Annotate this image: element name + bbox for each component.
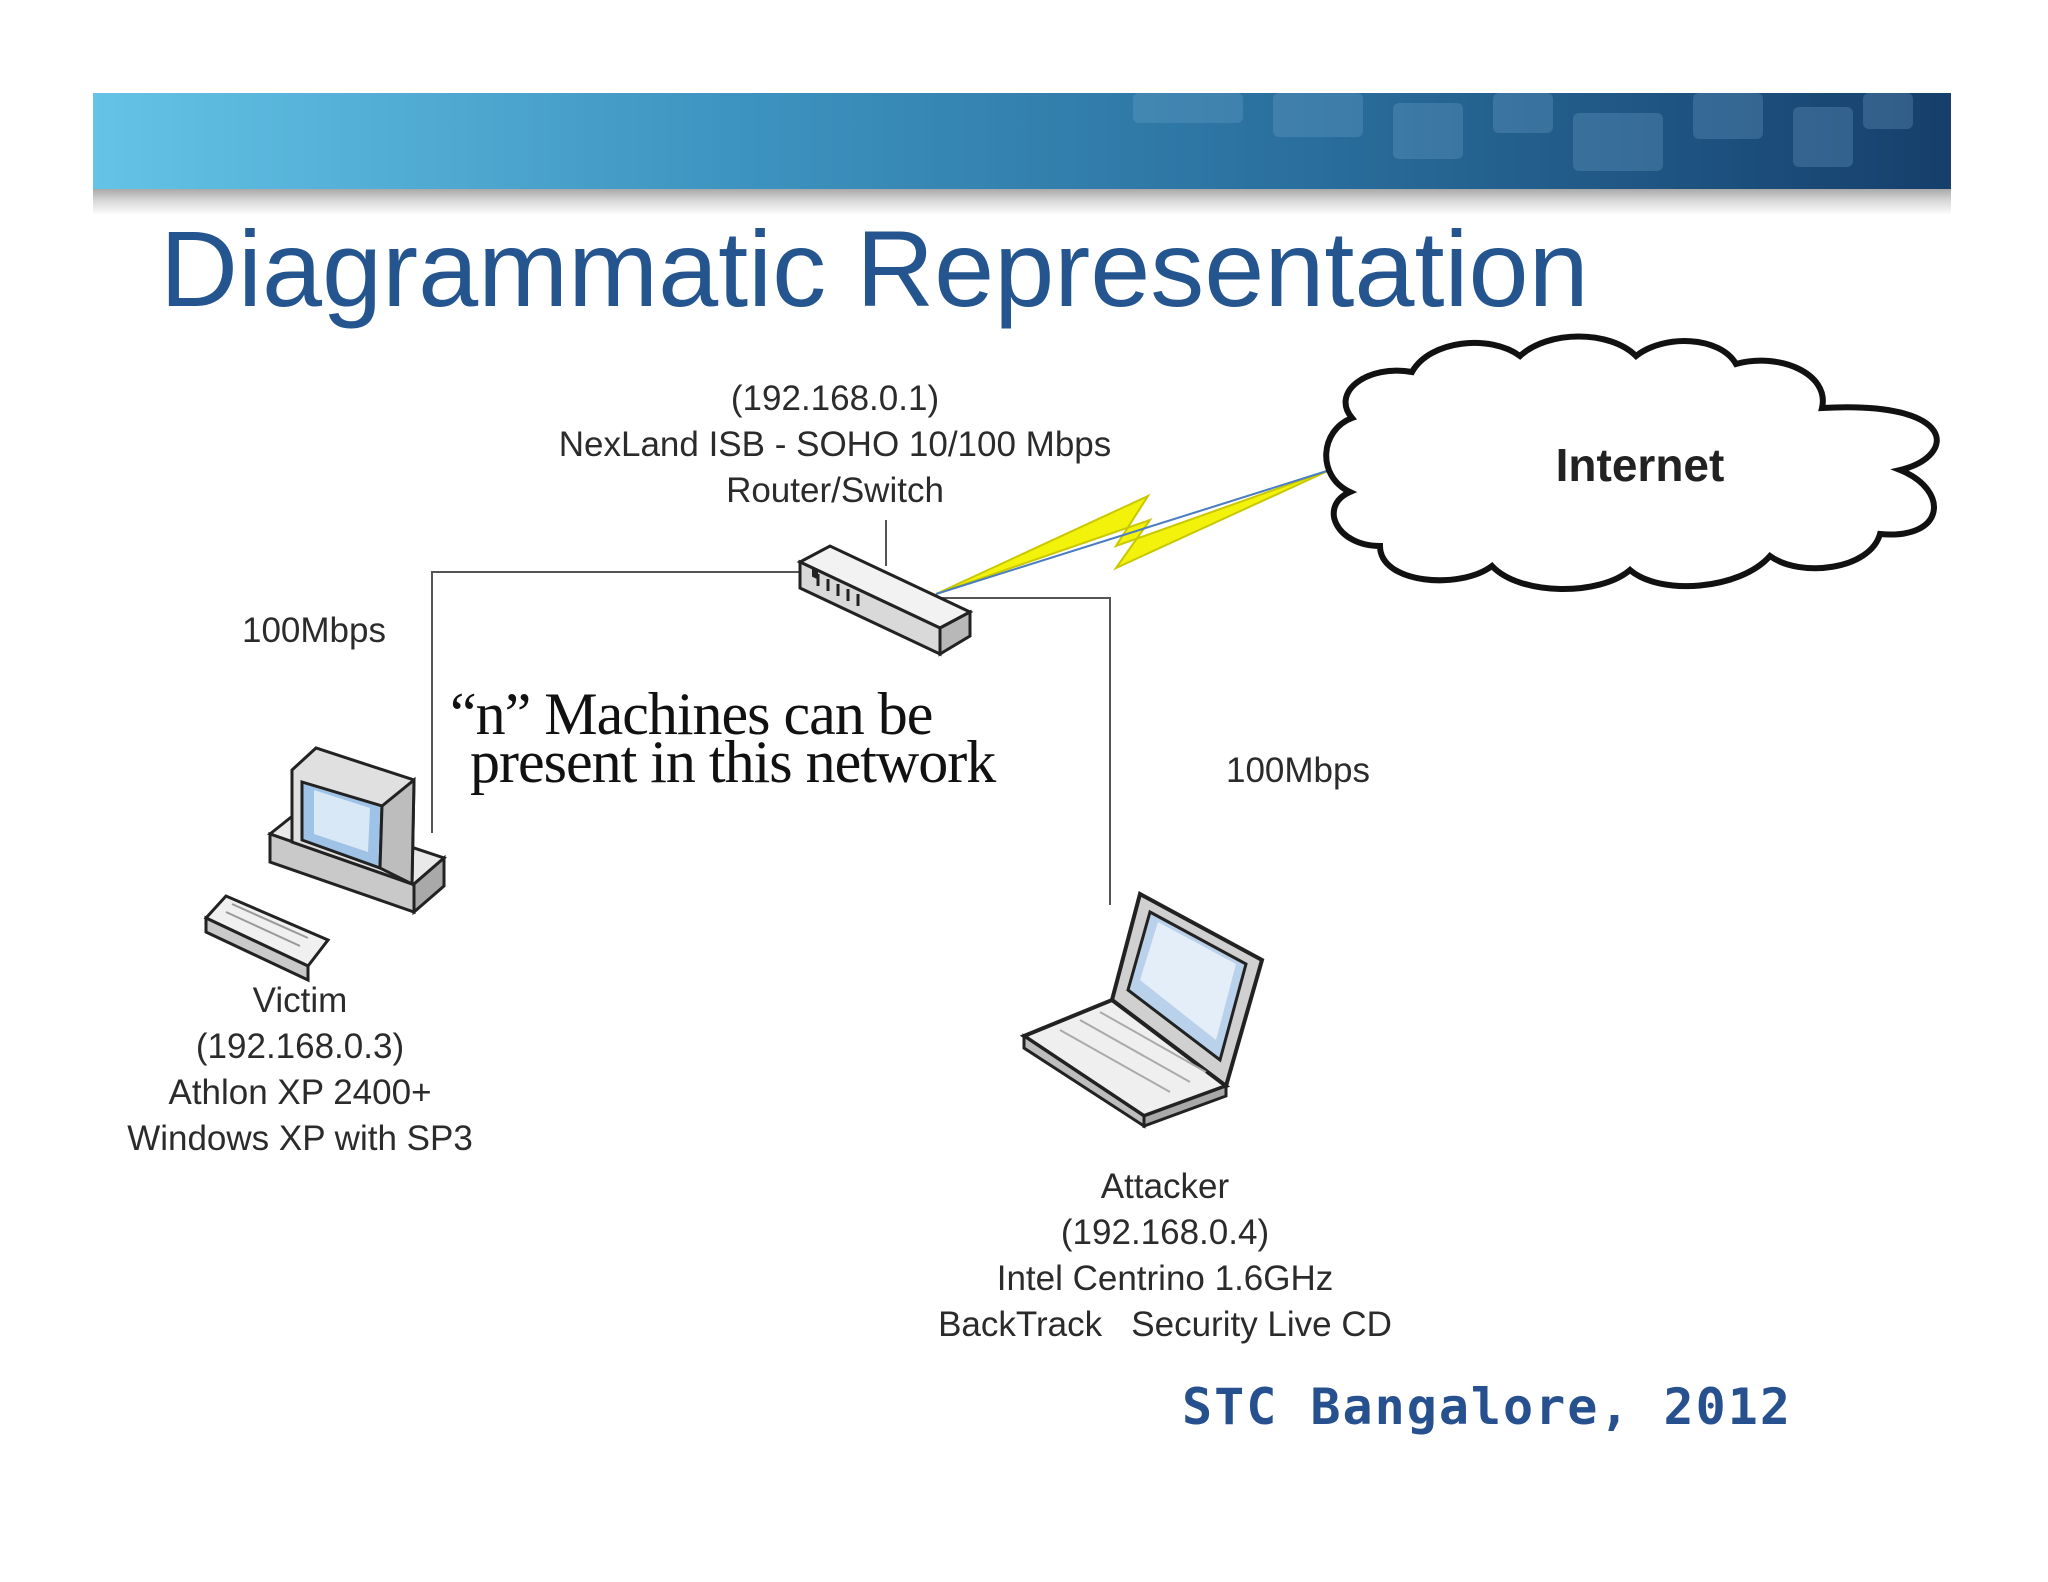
internet-label: Internet <box>1555 439 1725 491</box>
attacker-label: Attacker (192.168.0.4) Intel Centrino 1.… <box>880 1164 1450 1348</box>
router-type: Router/Switch <box>726 471 944 510</box>
victim-name: Victim <box>252 981 348 1020</box>
note-line-2: present in this network <box>470 729 996 795</box>
router-model: NexLand ISB - SOHO 10/100 Mbps <box>558 425 1112 464</box>
router-ip: (192.168.0.1) <box>730 379 940 418</box>
router-label: (192.168.0.1) NexLand ISB - SOHO 10/100 … <box>520 376 1150 514</box>
attacker-name: Attacker <box>1100 1167 1230 1206</box>
victim-link-label: 100Mbps <box>242 611 386 650</box>
header-shadow <box>93 189 1951 215</box>
attacker-cpu: Intel Centrino 1.6GHz <box>996 1259 1334 1298</box>
header-banner <box>93 93 1951 189</box>
victim-label: Victim (192.168.0.3) Athlon XP 2400+ Win… <box>100 978 500 1162</box>
victim-link <box>431 571 800 833</box>
victim-ip: (192.168.0.3) <box>195 1027 405 1066</box>
attacker-os: BackTrack Security Live CD <box>938 1305 1392 1344</box>
desktop-computer-icon <box>203 746 447 983</box>
laptop-icon <box>1019 891 1265 1129</box>
router-switch-icon <box>796 544 974 657</box>
attacker-link <box>940 597 1111 905</box>
slide-title: Diagrammatic Representation <box>160 208 1589 329</box>
victim-os: Windows XP with SP3 <box>127 1119 473 1158</box>
attacker-ip: (192.168.0.4) <box>1060 1213 1270 1252</box>
footer-text: STC Bangalore, 2012 <box>1182 1378 1792 1436</box>
machines-note: “n” Machines can be present in this netw… <box>450 681 996 795</box>
attacker-link-label: 100Mbps <box>1226 751 1370 790</box>
cloud-icon <box>1323 333 1940 592</box>
victim-cpu: Athlon XP 2400+ <box>168 1073 432 1112</box>
note-line-1: “n” Machines can be <box>450 681 933 747</box>
